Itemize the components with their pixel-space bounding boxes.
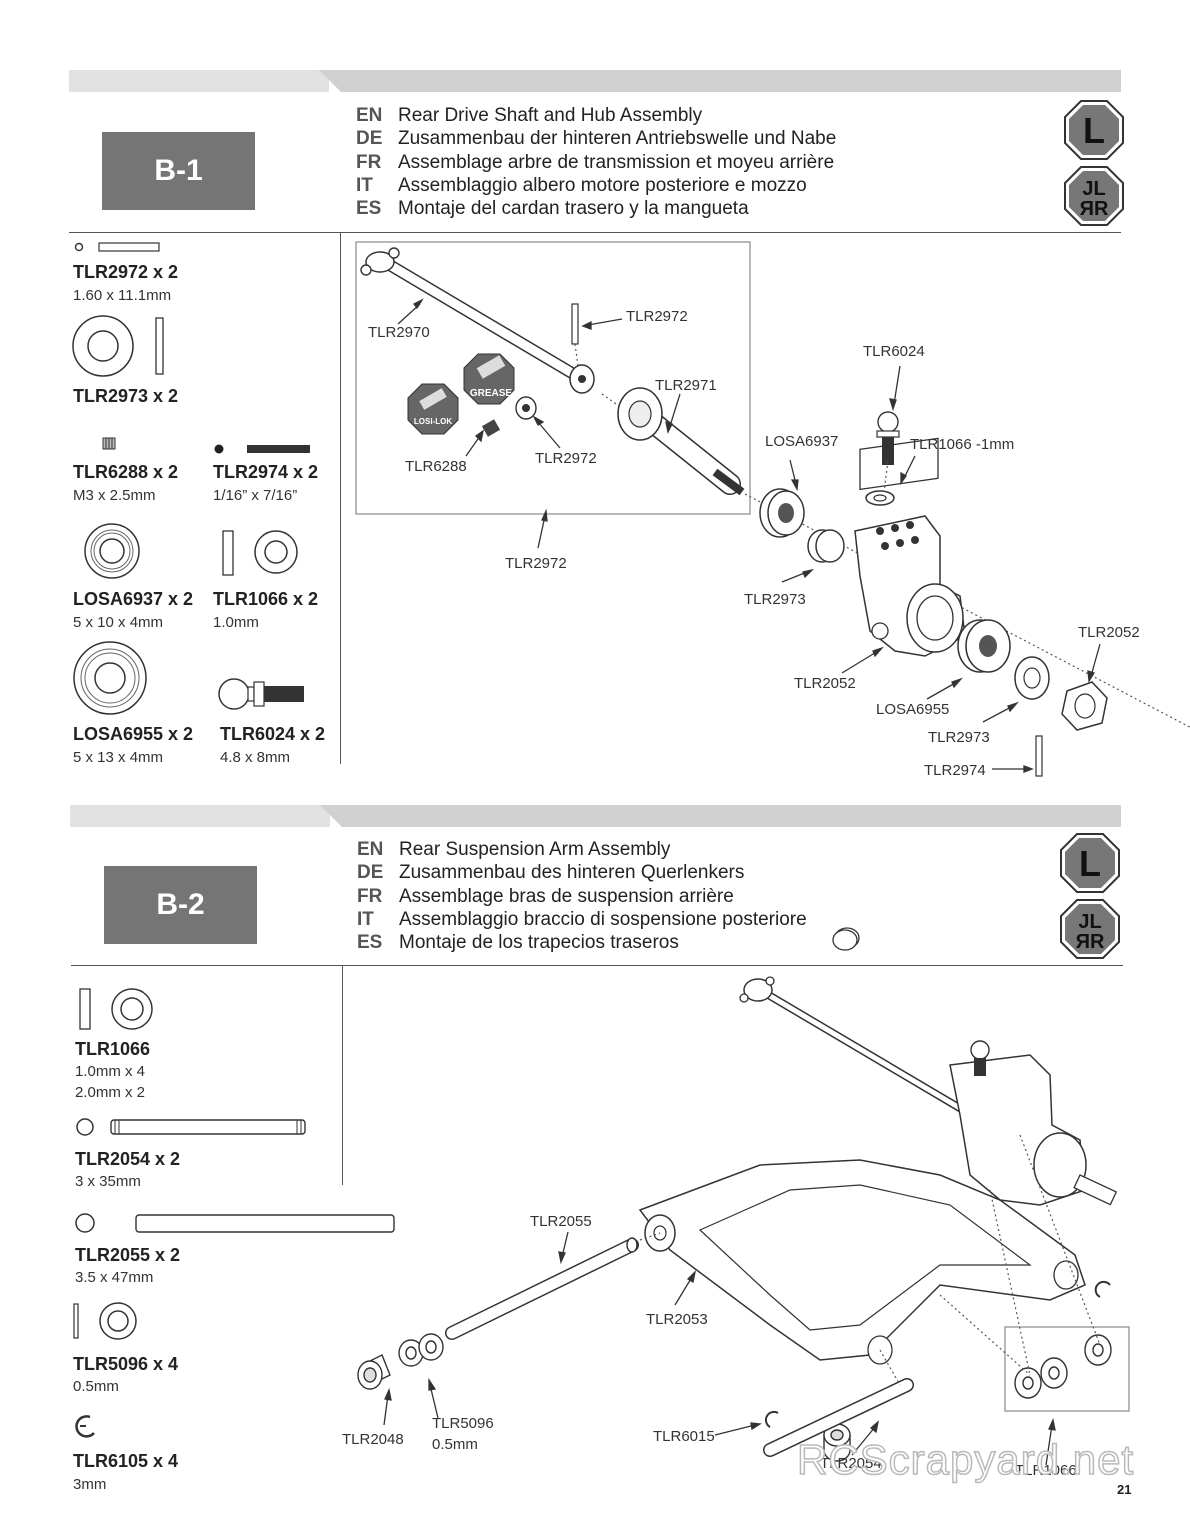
svg-text:GREASE: GREASE	[470, 388, 513, 399]
b1-loctite-badge-icon: L	[1064, 100, 1124, 160]
label-losa6937: LOSA6937	[765, 433, 839, 450]
part-losa6955-name: LOSA6955 x 2	[73, 724, 194, 744]
part-tlr2054-desc: 3 x 35mm	[75, 1173, 141, 1190]
part-tlr2974-desc: 1/16” x 7/16”	[213, 487, 298, 504]
b2-column-divider	[342, 965, 343, 1185]
label-tlr2972-insert: TLR2972	[535, 450, 597, 467]
b2-assembly-diagram	[357, 431, 1130, 1466]
b1-column-divider	[340, 232, 341, 764]
label-tlr6024: TLR6024	[863, 343, 925, 360]
svg-text:LOSI-LOK: LOSI-LOK	[414, 417, 452, 426]
label-tlr6288: TLR6288	[405, 458, 467, 475]
svg-text:L: L	[1083, 110, 1105, 151]
label-tlr2052-hub: TLR2052	[794, 675, 856, 692]
part-b2-tlr1066-name: TLR1066	[75, 1039, 151, 1059]
b2-header-band	[70, 805, 1121, 827]
label-tlr1066: TLR1066 -1mm	[910, 436, 1015, 453]
part-tlr2972-name: TLR2972 x 2	[73, 262, 179, 282]
part-tlr5096-desc: 0.5mm	[73, 1378, 119, 1395]
part-tlr2973-name: TLR2973 x 2	[73, 386, 179, 406]
label-tlr2052-nut: TLR2052	[1078, 624, 1140, 641]
part-tlr2055-desc: 3.5 x 47mm	[75, 1269, 154, 1286]
label-tlr6015: TLR6015	[653, 1428, 715, 1445]
bearing-large-icon	[73, 641, 147, 715]
part-tlr6024-desc: 4.8 x 8mm	[220, 749, 291, 766]
part-losa6937-desc: 5 x 10 x 4mm	[73, 614, 164, 631]
b1-left-right-badge-icon: JL ЯR	[1064, 166, 1124, 226]
part-tlr2972-desc: 1.60 x 11.1mm	[73, 287, 172, 304]
part-tlr1066-desc: 1.0mm	[213, 614, 259, 631]
b2-left-right-badge-icon: JL ЯR	[1060, 899, 1120, 959]
b2-divider	[71, 965, 1123, 966]
set-screw-icon	[102, 437, 116, 450]
part-tlr6105-name: TLR6105 x 4	[73, 1451, 179, 1471]
b2-step-number: B-2	[104, 866, 257, 944]
e-clip-icon	[75, 1415, 95, 1438]
b1-header-band	[69, 70, 1121, 92]
label-tlr2972-assy: TLR2972	[505, 555, 567, 572]
part-tlr6105-desc: 3mm	[73, 1476, 107, 1493]
label-tlr5096: TLR5096	[432, 1415, 494, 1432]
washer-icon	[72, 315, 164, 377]
b1-divider	[69, 232, 1121, 233]
svg-text:JL: JL	[1078, 911, 1101, 933]
label-tlr1066-b2: TLR1066	[1015, 1462, 1077, 1479]
part-tlr5096-name: TLR5096 x 4	[73, 1354, 179, 1374]
b2-loctite-badge-icon: L	[1060, 833, 1120, 893]
part-tlr6288-desc: M3 x 2.5mm	[73, 487, 156, 504]
svg-text:JL: JL	[1082, 178, 1105, 200]
part-tlr1066-name: TLR1066 x 2	[213, 589, 319, 609]
svg-text:ЯR: ЯR	[1080, 198, 1109, 220]
svg-text:ЯR: ЯR	[1076, 931, 1105, 953]
part-tlr6288-name: TLR6288 x 2	[73, 462, 179, 482]
part-tlr2974-name: TLR2974 x 2	[213, 462, 319, 482]
b1-step-number: B-1	[102, 132, 255, 210]
label-tlr2055: TLR2055	[530, 1213, 592, 1230]
part-losa6937-name: LOSA6937 x 2	[73, 589, 194, 609]
label-tlr2974: TLR2974	[924, 762, 986, 779]
b1-assembly-diagram: GREASE LOSI-LOK	[355, 241, 1190, 777]
hinge-pin-long-icon	[75, 1213, 395, 1233]
part-tlr6024-name: TLR6024 x 2	[220, 724, 326, 744]
hinge-pin-short-icon	[76, 1118, 306, 1136]
shim-thin-icon	[73, 1302, 137, 1340]
label-tlr2971: TLR2971	[655, 377, 717, 394]
svg-text:L: L	[1079, 843, 1101, 884]
label-tlr2054: TLR2054	[820, 1455, 882, 1472]
part-b2-tlr1066-desc2: 2.0mm x 2	[75, 1084, 146, 1101]
part-b2-tlr1066-desc: 1.0mm x 4	[75, 1063, 146, 1080]
shim-pair-icon	[79, 988, 153, 1030]
label-losa6955: LOSA6955	[876, 701, 950, 718]
label-tlr2048: TLR2048	[342, 1431, 404, 1448]
watermark: RCScrapyard.net	[796, 1435, 1135, 1484]
hinge-pin-icon	[214, 444, 310, 454]
bearing-icon	[84, 523, 140, 579]
label-tlr2973-inner: TLR2973	[744, 591, 806, 608]
part-tlr2054-name: TLR2054 x 2	[75, 1149, 181, 1169]
label-tlr2970: TLR2970	[368, 324, 430, 341]
part-losa6955-desc: 5 x 13 x 4mm	[73, 749, 164, 766]
label-tlr2053: TLR2053	[646, 1311, 708, 1328]
part-tlr2055-name: TLR2055 x 2	[75, 1245, 181, 1265]
label-tlr5096-size: 0.5mm	[432, 1436, 478, 1453]
pin-icon	[74, 242, 160, 252]
label-tlr2973-outer: TLR2973	[928, 729, 990, 746]
page-number: 21	[1117, 1482, 1132, 1497]
ball-stud-icon	[218, 678, 304, 710]
label-tlr2972-pin: TLR2972	[626, 308, 688, 325]
shim-icon	[222, 530, 298, 576]
